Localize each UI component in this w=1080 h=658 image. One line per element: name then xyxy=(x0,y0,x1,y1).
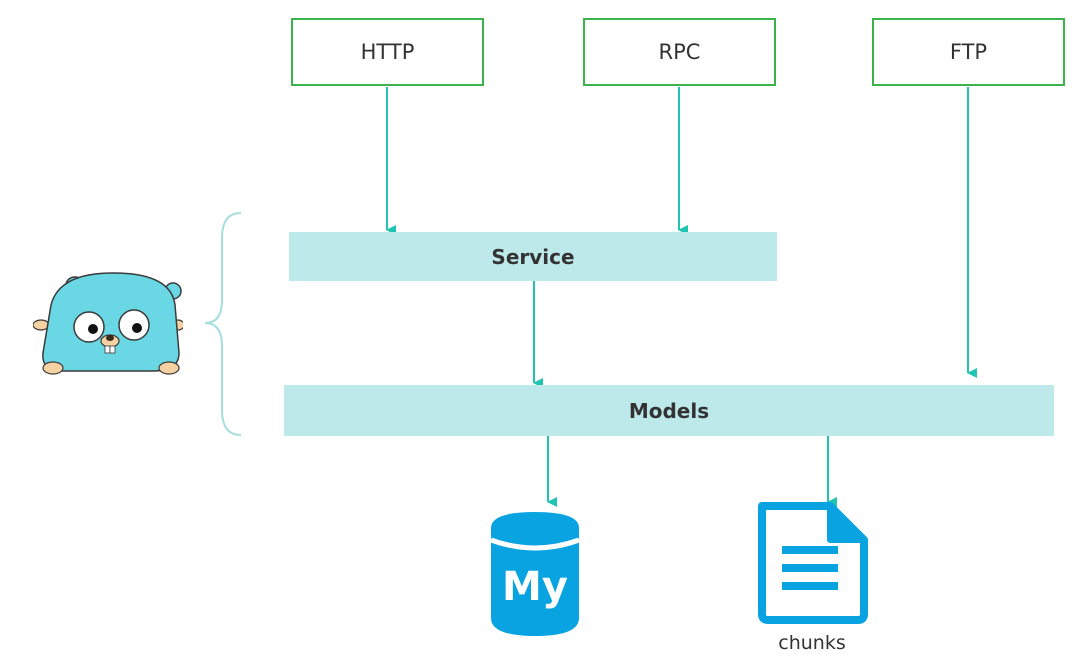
chunks-label: chunks xyxy=(778,632,846,654)
http-box: HTTP xyxy=(291,18,484,86)
rpc-label: RPC xyxy=(658,40,701,64)
mysql-database-icon: My xyxy=(490,512,580,636)
go-gopher-icon xyxy=(33,272,183,375)
rpc-box: RPC xyxy=(583,18,776,86)
ftp-box: FTP xyxy=(872,18,1065,86)
models-layer: Models xyxy=(284,385,1054,436)
service-label: Service xyxy=(491,244,575,269)
http-label: HTTP xyxy=(360,40,415,64)
mysql-logo-text: My xyxy=(502,564,568,610)
document-file-icon xyxy=(758,502,868,624)
curly-brace xyxy=(204,212,242,436)
ftp-label: FTP xyxy=(949,40,988,64)
models-label: Models xyxy=(628,398,710,423)
service-layer: Service xyxy=(289,232,777,281)
